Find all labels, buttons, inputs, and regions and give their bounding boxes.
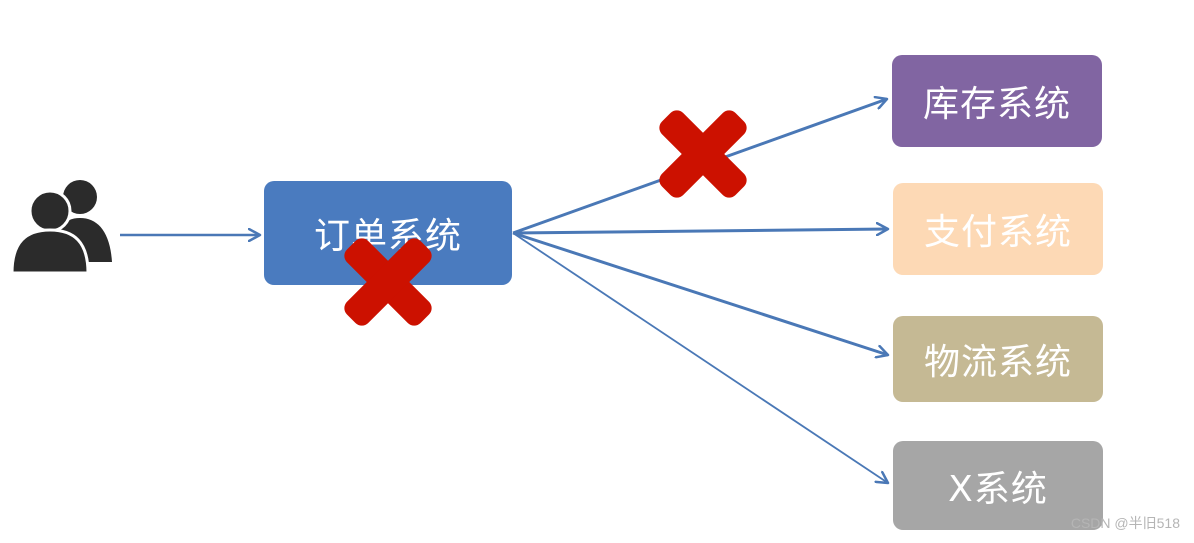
arrow-order-to-x [512, 232, 888, 483]
inventory-system-node: 库存系统 [892, 55, 1102, 147]
payment-system-label: 支付系统 [923, 212, 1072, 253]
logistics-system-label: 物流系统 [923, 342, 1072, 383]
csdn-watermark: CSDN @半旧518 [1070, 515, 1180, 531]
inventory-system-label: 库存系统 [922, 84, 1071, 125]
red-cross-icon [659, 110, 747, 198]
red-cross-icon [344, 238, 432, 326]
arrow-order-to-payment [512, 229, 888, 233]
logistics-system-node: 物流系统 [893, 316, 1103, 402]
order-system-label: 订单系统 [313, 216, 462, 257]
arrow-order-to-logistics [512, 231, 888, 355]
x-system-label: X系统 [948, 468, 1048, 510]
x-system-node: X系统 [893, 441, 1103, 530]
users-icon [10, 180, 112, 275]
payment-system-node: 支付系统 [893, 183, 1103, 275]
